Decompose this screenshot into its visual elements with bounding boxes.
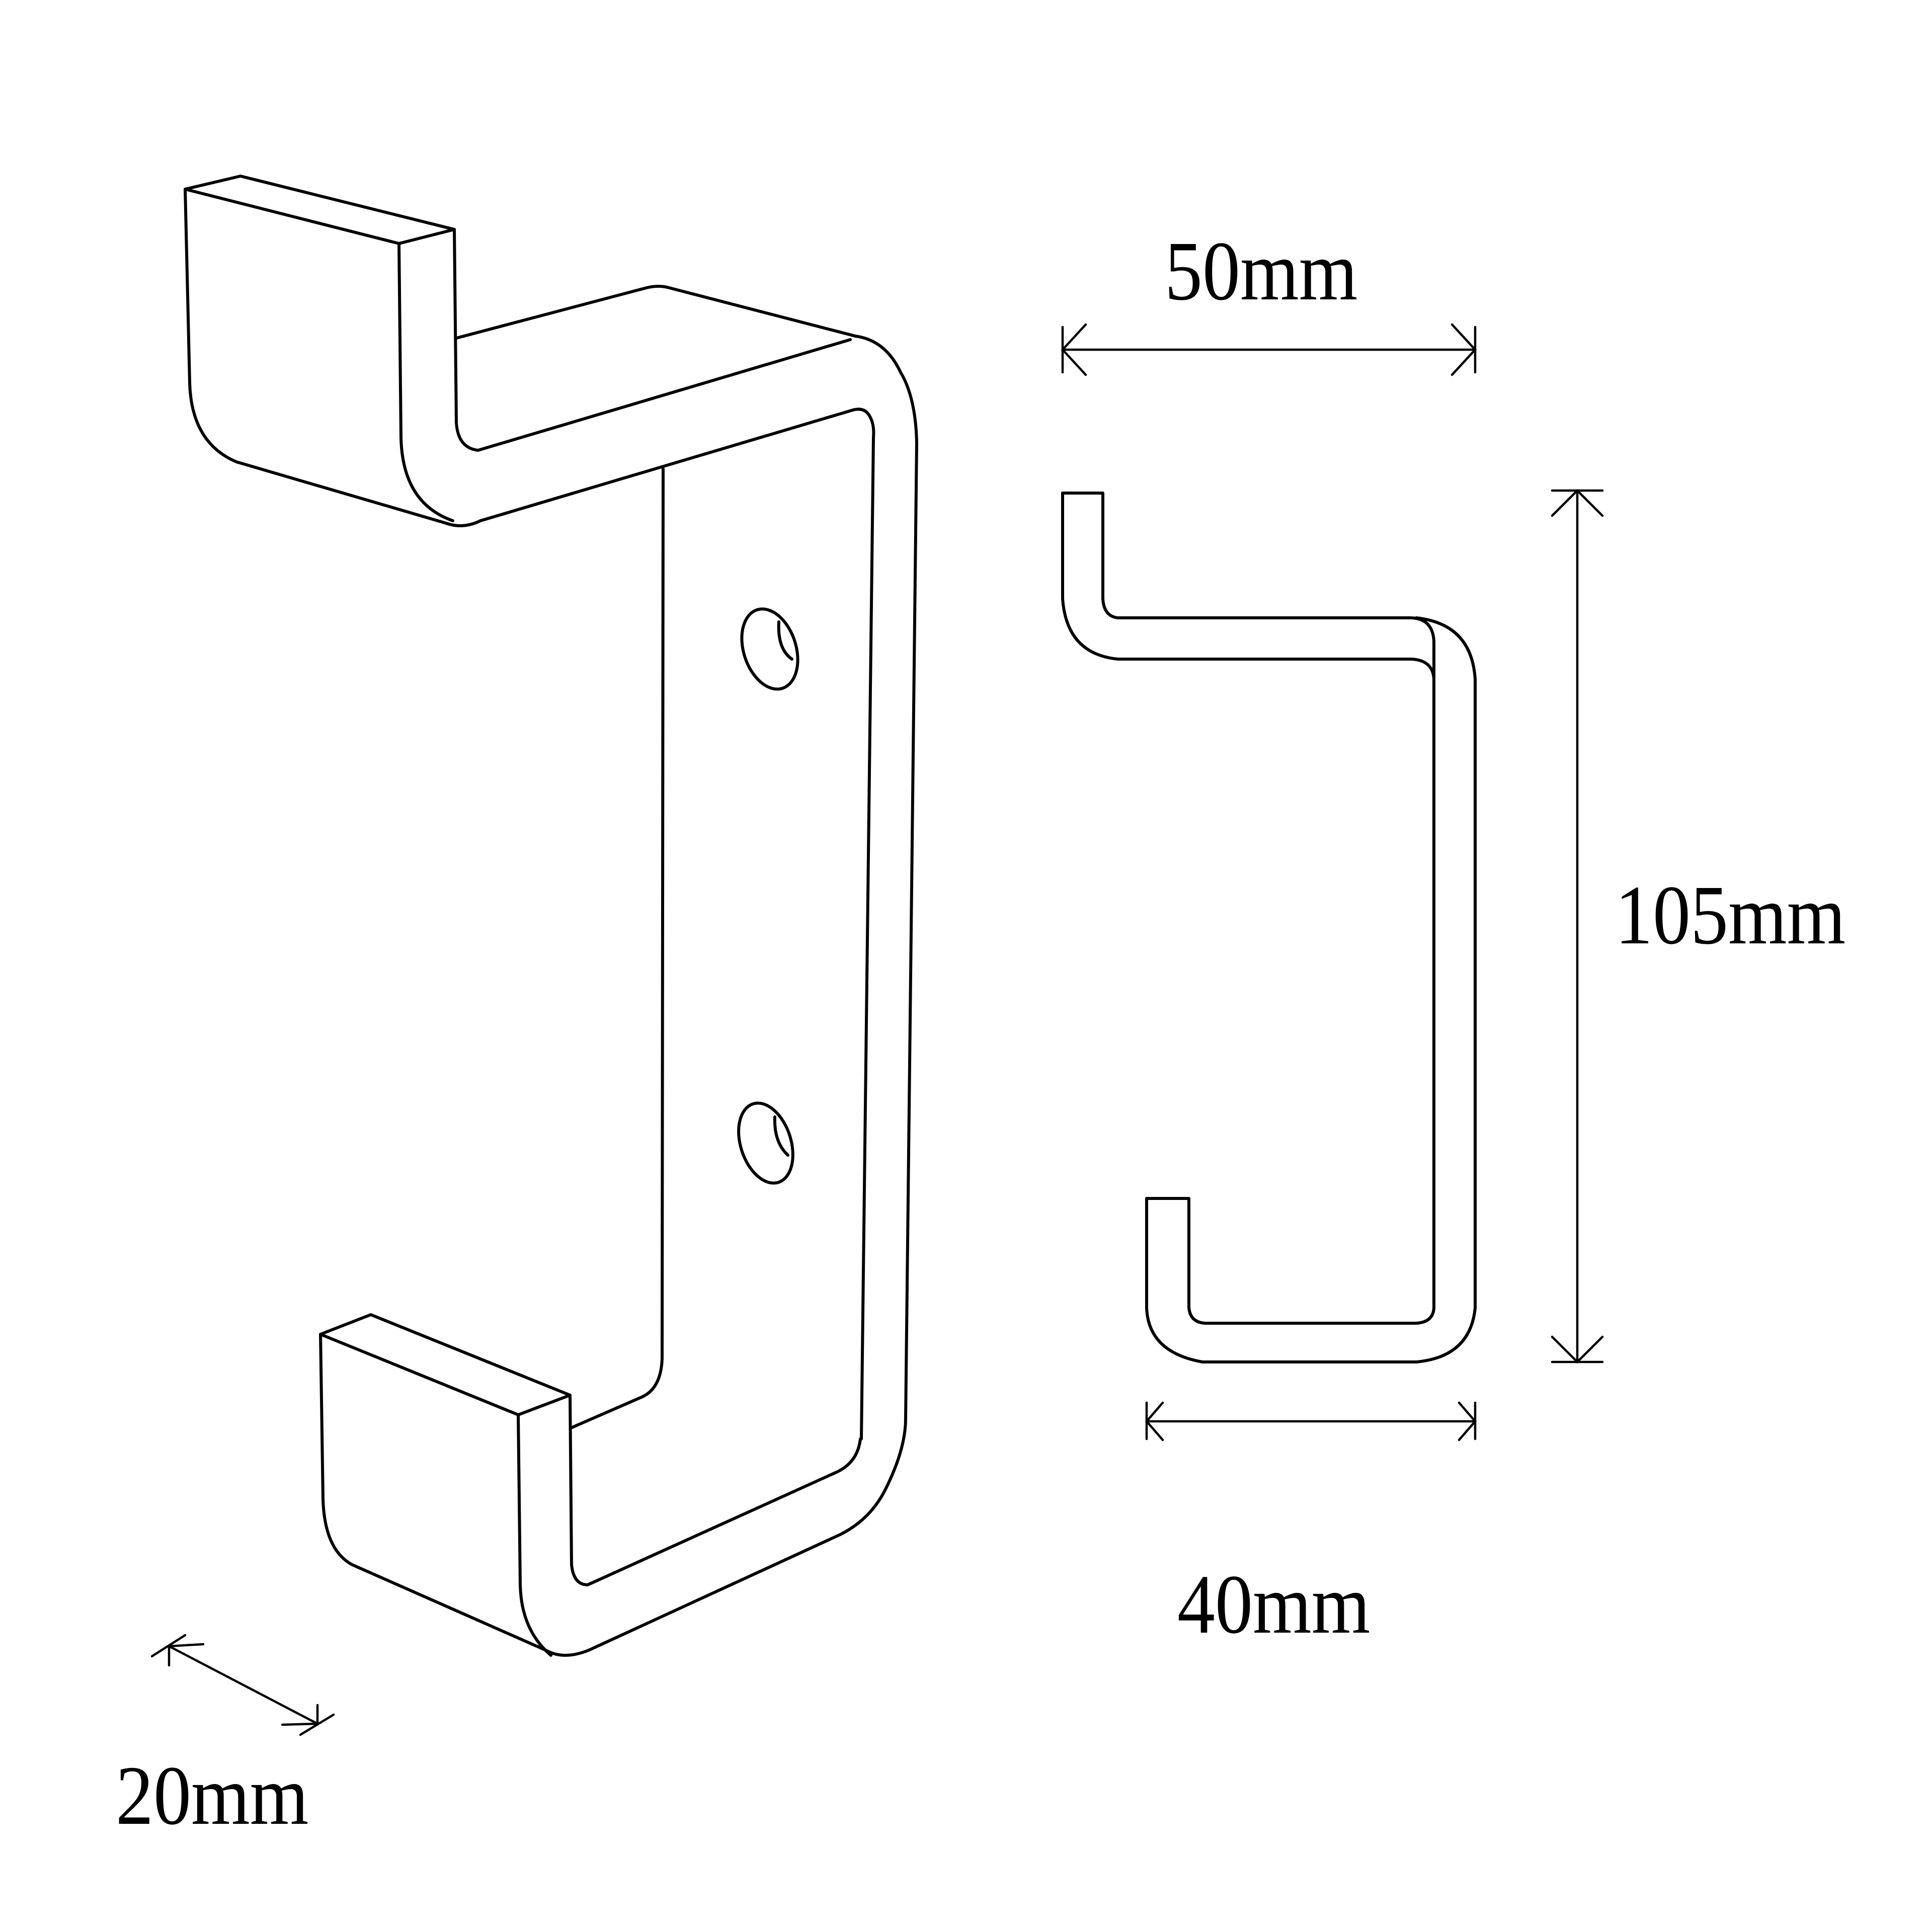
dimension-50mm-line: [1061, 323, 1477, 376]
dimension-20mm-line: [150, 1634, 335, 1736]
lower-hook-end: [319, 1313, 907, 1657]
upper-hook-end: [184, 175, 479, 525]
screw-hole-top: [740, 607, 799, 691]
dimension-label-40mm: 40mm: [1177, 1558, 1371, 1651]
dimension-label-105mm: 105mm: [1615, 868, 1846, 962]
back-plate: [570, 467, 665, 1429]
dimension-label-50mm: 50mm: [1165, 224, 1358, 318]
screw-hole-bottom: [737, 1101, 794, 1185]
isometric-hook-view: [184, 175, 918, 1657]
profile-outline: [1061, 492, 1477, 1363]
dimension-40mm-line: [1145, 1401, 1477, 1441]
dimension-105mm-line: [1551, 489, 1604, 1364]
dimension-label-20mm: 20mm: [116, 1749, 309, 1842]
top-band: [445, 285, 918, 1440]
side-profile-view: [1061, 492, 1477, 1363]
